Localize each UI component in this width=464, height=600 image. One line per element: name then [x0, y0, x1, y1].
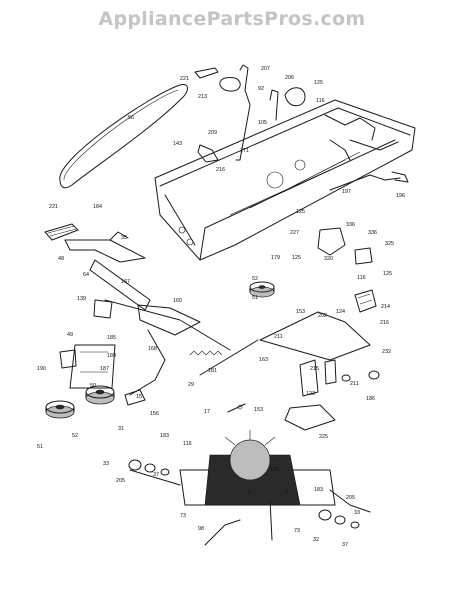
part-label-124: 124	[336, 309, 345, 315]
pulley-mid	[85, 385, 115, 405]
part-label-125c: 125	[292, 255, 301, 261]
part-label-98: 98	[198, 526, 204, 532]
part-label-125d: 125	[383, 271, 392, 277]
part-label-139: 139	[77, 296, 86, 302]
part-label-167: 167	[121, 279, 130, 285]
part-label-29: 29	[188, 382, 194, 388]
watermark-text: AppliancePartsPros.com	[98, 8, 366, 30]
part-label-197: 197	[342, 189, 351, 195]
part-label-17: 17	[204, 409, 210, 415]
part-label-32: 32	[313, 537, 319, 543]
part-label-56: 56	[128, 115, 134, 121]
part-label-2: 2	[285, 489, 288, 495]
part-label-105: 105	[258, 120, 267, 126]
part-label-187: 187	[100, 366, 109, 372]
part-label-153a: 153	[296, 309, 305, 315]
part-label-116a: 116	[316, 98, 325, 104]
part-label-123: 123	[306, 391, 315, 397]
part-label-31: 31	[118, 426, 124, 432]
part-label-50: 50	[90, 383, 96, 389]
part-label-206: 206	[285, 75, 294, 81]
part-label-189: 189	[107, 353, 116, 359]
part-label-163: 163	[259, 357, 268, 363]
part-label-48: 48	[58, 256, 64, 262]
part-label-202: 202	[318, 313, 327, 319]
part-label-207: 207	[261, 66, 270, 72]
spring	[189, 350, 223, 356]
part-label-196: 196	[396, 193, 405, 199]
part-label-216a: 216	[216, 167, 225, 173]
part-label-15: 15	[136, 394, 142, 400]
part-label-1: 1	[248, 490, 251, 496]
part-label-221b: 221	[49, 204, 58, 210]
part-label-37b: 37	[342, 542, 348, 548]
part-label-205a: 205	[116, 478, 125, 484]
part-label-73b: 73	[294, 528, 300, 534]
part-label-209: 209	[208, 130, 217, 136]
part-label-37a: 37	[153, 472, 159, 478]
part-label-51a: 51	[252, 295, 258, 301]
parts-artwork	[44, 64, 416, 546]
part-label-49: 49	[67, 332, 73, 338]
part-label-116c: 116	[183, 441, 192, 447]
part-label-185: 185	[107, 335, 116, 341]
part-label-183b: 183	[314, 487, 323, 493]
part-label-171: 171	[240, 148, 249, 154]
part-label-213: 213	[198, 94, 207, 100]
part-label-35: 35	[121, 235, 127, 241]
part-label-143: 143	[173, 141, 182, 147]
part-label-211b: 211	[350, 381, 359, 387]
pulley-left	[45, 400, 75, 419]
part-label-125a: 125	[314, 80, 323, 86]
part-label-336a: 336	[346, 222, 355, 228]
part-label-52a: 52	[252, 276, 258, 282]
part-label-186: 186	[366, 396, 375, 402]
part-label-216b: 216	[380, 320, 389, 326]
part-label-118: 118	[270, 467, 279, 473]
part-label-33a: 33	[103, 461, 109, 467]
pedal	[44, 223, 79, 241]
lever-arm	[235, 64, 251, 161]
part-label-221: 221	[180, 76, 189, 82]
part-label-184: 184	[93, 204, 102, 210]
part-label-92: 92	[258, 86, 264, 92]
part-label-225: 225	[319, 434, 328, 440]
part-label-125b: 125	[296, 209, 305, 215]
part-label-190: 190	[37, 366, 46, 372]
part-label-179: 179	[271, 255, 280, 261]
part-label-116b: 116	[357, 275, 366, 281]
part-label-325: 325	[385, 241, 394, 247]
part-label-211a: 211	[274, 334, 283, 340]
part-label-153b: 153	[254, 407, 263, 413]
part-label-205b: 205	[346, 495, 355, 501]
part-label-52b: 52	[72, 433, 78, 439]
part-label-183: 183	[160, 433, 169, 439]
part-label-320: 320	[324, 256, 333, 262]
part-label-73a: 73	[180, 513, 186, 519]
part-label-33b: 33	[354, 510, 360, 516]
transaxle	[128, 430, 371, 546]
part-label-51b: 51	[37, 444, 43, 450]
part-label-64: 64	[83, 272, 89, 278]
pulley-upper	[249, 281, 275, 298]
part-label-215: 215	[310, 366, 319, 372]
part-label-214: 214	[381, 304, 390, 310]
part-label-160: 160	[173, 298, 182, 304]
part-label-181: 181	[208, 368, 217, 374]
part-label-336b: 336	[368, 230, 377, 236]
part-label-168: 168	[148, 346, 157, 352]
part-label-227: 227	[290, 230, 299, 236]
chassis-frame	[154, 99, 416, 261]
part-label-232: 232	[382, 349, 391, 355]
part-label-156: 156	[150, 411, 159, 417]
part-labels: 2212132072061259211656105209143171216197…	[37, 66, 405, 548]
drive-belt	[59, 83, 188, 189]
